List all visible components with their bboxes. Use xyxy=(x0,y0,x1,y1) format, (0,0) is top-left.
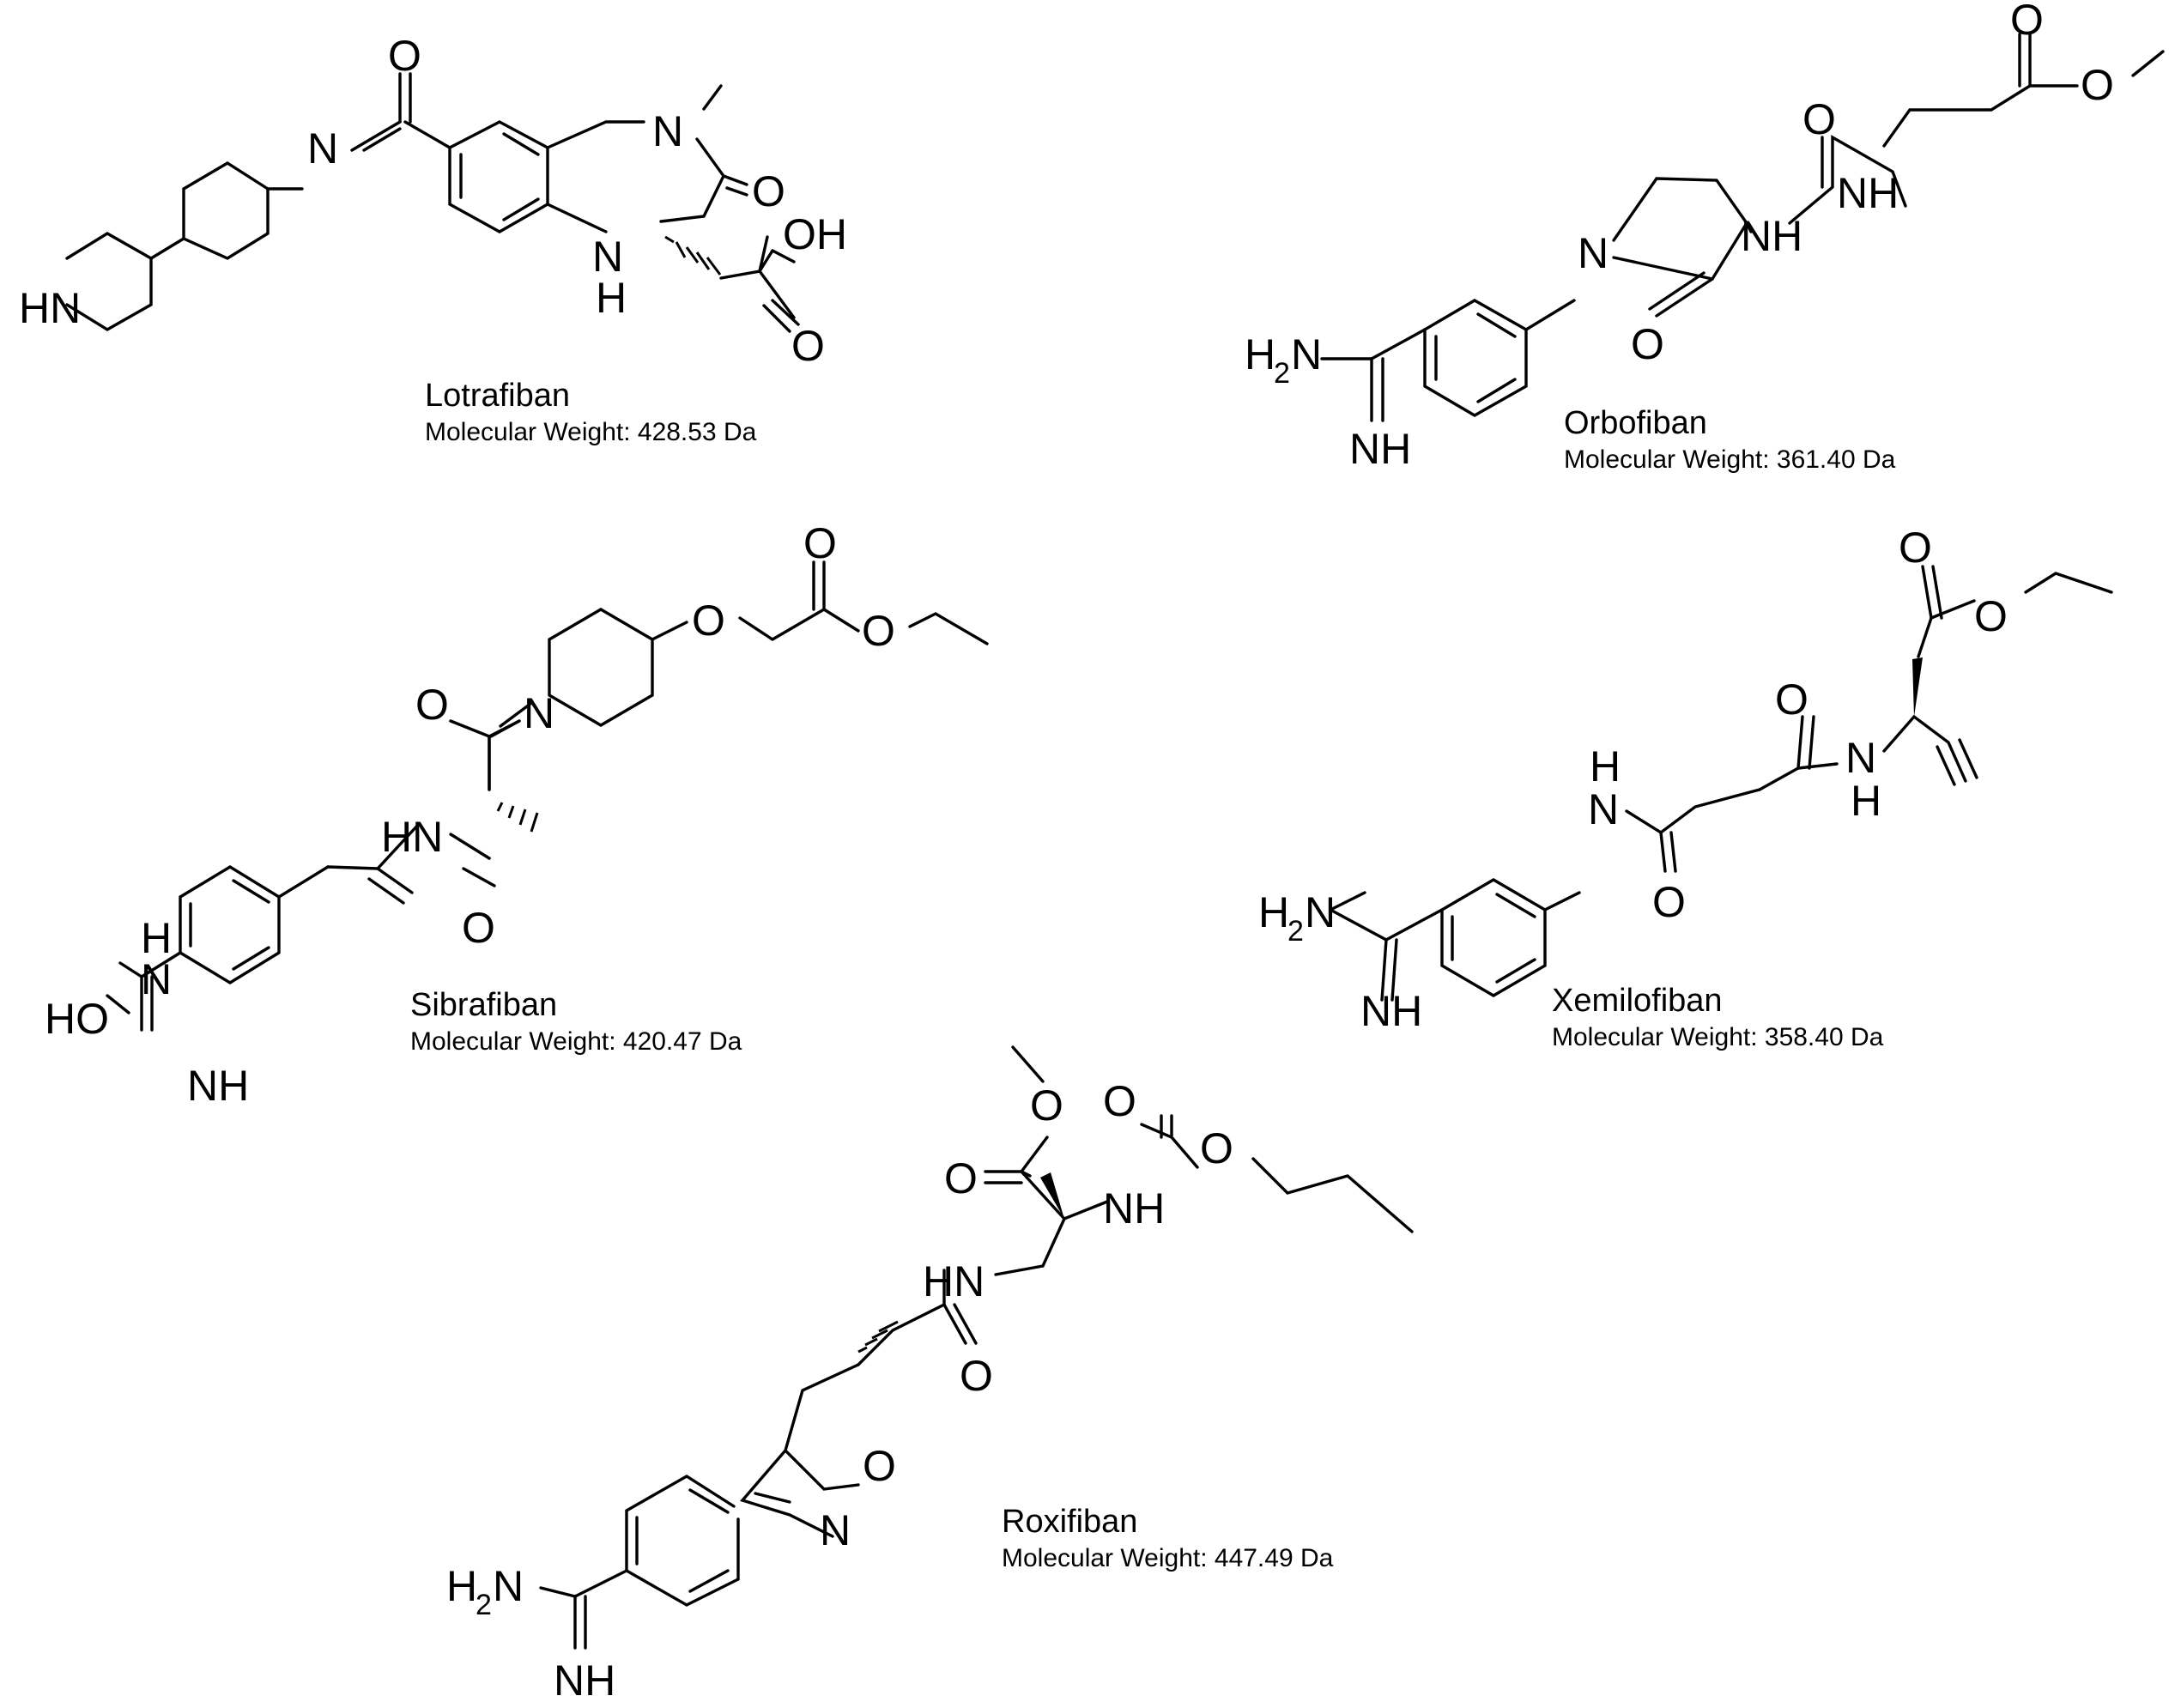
xemilofiban-name: Xemilofiban xyxy=(1552,983,1723,1019)
xemilofiban-amidine-n-label: N xyxy=(1305,888,1336,936)
xemilofiban-molecular-weight: Molecular Weight: 358.40 Da xyxy=(1552,1023,1884,1051)
xemilofiban-amidine-sub-label: 2 xyxy=(1287,915,1304,948)
roxifiban-atom-labels: O O O O NH HN O O N H 2 N NH xyxy=(446,1077,1233,1705)
orbofiban-imine-label: NH xyxy=(1349,425,1411,473)
roxifiban-carbamate-o-label: O xyxy=(1200,1124,1233,1172)
lotrafiban-acid-o-label: O xyxy=(791,322,825,370)
xemilofiban-amide1-o-label: O xyxy=(1652,878,1686,926)
roxifiban-amidine-sub-label: 2 xyxy=(476,1589,492,1621)
xemilofiban-imine-label: NH xyxy=(1360,987,1422,1035)
roxifiban-wedge-bond xyxy=(1040,1172,1064,1219)
orbofiban-urea-nh-a-label: NH xyxy=(1741,212,1802,260)
roxifiban-amidine-n-label: N xyxy=(493,1562,524,1610)
orbofiban-amidine-sub-label: 2 xyxy=(1274,357,1290,390)
roxifiban-amide-hn-label: HN xyxy=(923,1257,985,1305)
orbofiban-amidine-h-label: H xyxy=(1245,330,1275,379)
lotrafiban-name: Lotrafiban xyxy=(425,378,570,414)
orbofiban-amidine-n-label: N xyxy=(1291,330,1322,379)
sibrafiban-piperidine-n-label: N xyxy=(524,689,554,737)
sibrafiban-hydroxyamidine-h-label: H xyxy=(141,914,172,962)
roxifiban-amide-o-label: O xyxy=(960,1352,993,1400)
sibrafiban-bonds xyxy=(106,560,989,1032)
sibrafiban-amide-o-label: O xyxy=(415,681,449,729)
sibrafiban-benzamide-o-label: O xyxy=(462,904,495,952)
orbofiban-pyrrolidinone-n-label: N xyxy=(1578,229,1609,277)
lotrafiban-piperidine-nh-label: HN xyxy=(19,284,81,332)
sibrafiban-hydroxyamidine-n-label: N xyxy=(141,955,172,1003)
lotrafiban-hydroxyl-label: OH xyxy=(783,210,847,258)
roxifiban-methoxy-o-label: O xyxy=(1030,1081,1063,1130)
roxifiban-amidine-h-label: H xyxy=(446,1562,477,1610)
orbofiban-urea-o-label: O xyxy=(1802,95,1836,143)
lotrafiban-carbonyl-o-label: O xyxy=(388,32,421,80)
roxifiban-molecular-weight: Molecular Weight: 447.49 Da xyxy=(1002,1544,1334,1572)
sibrafiban-atom-labels: O N O O O HN O H N HO NH xyxy=(45,519,895,1110)
orbofiban-pyrrolidinone-o-label: O xyxy=(1631,320,1664,368)
xemilofiban-amide2-h-label: H xyxy=(1851,777,1881,825)
orbofiban-ester-o-label: O xyxy=(2081,61,2114,109)
roxifiban-bonds xyxy=(539,1045,1414,1650)
sibrafiban-molecular-weight: Molecular Weight: 420.47 Da xyxy=(410,1027,742,1056)
roxifiban-structure: O O O O NH HN O O N H 2 N NH Roxifiban M… xyxy=(446,1045,1414,1705)
sibrafiban-ester-o-label: O xyxy=(862,607,895,655)
roxifiban-hashed-bond xyxy=(857,1320,899,1354)
sibrafiban-name: Sibrafiban xyxy=(410,987,557,1023)
xemilofiban-ester-o-label: O xyxy=(1974,592,2008,640)
sibrafiban-ester-carbonyl-o-label: O xyxy=(803,519,837,567)
xemilofiban-bonds xyxy=(1329,565,2113,1002)
xemilofiban-amide2-o-label: O xyxy=(1775,675,1808,724)
lotrafiban-ring-h-label: H xyxy=(596,274,627,322)
xemilofiban-structure: O O O N H H N O H 2 N NH Xemilofiban Mol… xyxy=(1258,524,2113,1051)
xemilofiban-atom-labels: O O O N H H N O H 2 N NH xyxy=(1258,524,2008,1035)
sibrafiban-hn-label: HN xyxy=(381,813,443,861)
orbofiban-bonds xyxy=(1320,33,2165,422)
lotrafiban-bonds xyxy=(65,72,800,333)
lotrafiban-hashed-bond xyxy=(664,235,722,276)
sibrafiban-hashed-bond xyxy=(496,802,539,833)
orbofiban-ester-carbonyl-o-label: O xyxy=(2010,0,2044,44)
roxifiban-carbamate-nh-label: NH xyxy=(1103,1184,1165,1233)
xemilofiban-ester-carbonyl-o-label: O xyxy=(1899,524,1932,572)
lotrafiban-atom-labels: O N N O OH O N H HN xyxy=(19,32,847,370)
orbofiban-urea-nh-b-label: NH xyxy=(1837,169,1899,217)
sibrafiban-imine-label: NH xyxy=(187,1062,249,1110)
lotrafiban-molecular-weight: Molecular Weight: 428.53 Da xyxy=(425,418,757,446)
orbofiban-structure: H 2 N NH N O NH O NH O O Orbofiban Molec… xyxy=(1245,0,2165,474)
xemilofiban-wedge-bond xyxy=(1912,657,1923,717)
roxifiban-ring-n-label: N xyxy=(820,1506,851,1554)
sibrafiban-structure: O N O O O HN O H N HO NH Sibrafiban Mole… xyxy=(45,519,989,1110)
orbofiban-name: Orbofiban xyxy=(1564,405,1707,441)
sibrafiban-hydroxyl-label: HO xyxy=(45,995,109,1043)
sibrafiban-ether-o-label: O xyxy=(692,597,725,645)
roxifiban-ester-carbonyl-o-label: O xyxy=(944,1154,978,1202)
roxifiban-name: Roxifiban xyxy=(1002,1504,1137,1540)
roxifiban-carbamate-carbonyl-o-label: O xyxy=(1103,1077,1136,1125)
xemilofiban-amide2-n-label: N xyxy=(1845,734,1876,782)
xemilofiban-amidine-h-label: H xyxy=(1258,888,1289,936)
orbofiban-molecular-weight: Molecular Weight: 361.40 Da xyxy=(1564,445,1896,474)
lotrafiban-piperidine-n-label: N xyxy=(307,124,338,173)
roxifiban-imine-label: NH xyxy=(554,1657,615,1705)
lotrafiban-ring-n-label: N xyxy=(592,233,623,281)
roxifiban-ring-o-label: O xyxy=(863,1442,896,1490)
xemilofiban-anilide-n-label: N xyxy=(1588,785,1619,833)
lotrafiban-lactam-o-label: O xyxy=(752,167,785,215)
lotrafiban-structure: O N N O OH O N H HN Lotrafiban Molecular… xyxy=(19,32,847,446)
xemilofiban-anilide-h-label: H xyxy=(1590,742,1621,790)
lotrafiban-methyl-n-label: N xyxy=(652,107,683,155)
orbofiban-atom-labels: H 2 N NH N O NH O NH O O xyxy=(1245,0,2114,473)
